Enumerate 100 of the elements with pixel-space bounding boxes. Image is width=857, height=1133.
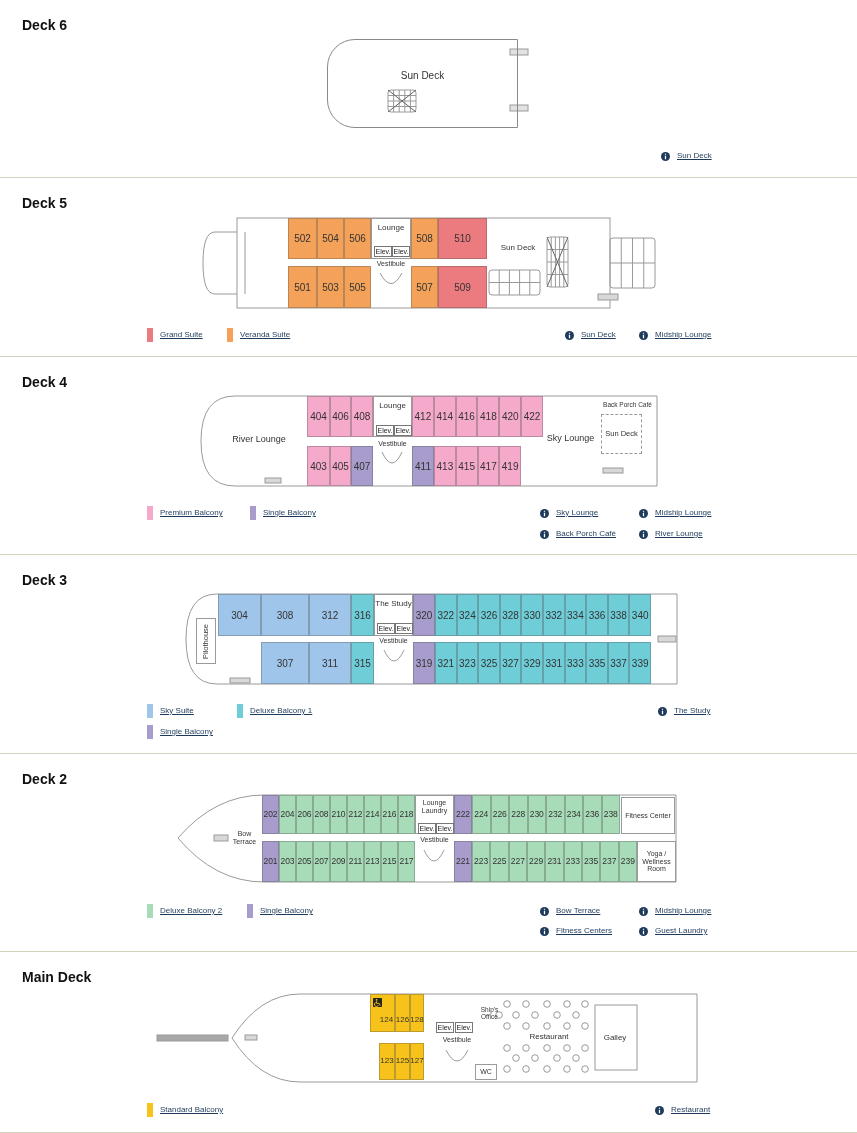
info-link: Guest Laundry (655, 926, 708, 935)
cabin: 304 (218, 594, 261, 636)
legend-link: Sky Suite (160, 706, 194, 715)
legend-link: Premium Balcony (160, 508, 223, 517)
cabin: 211 (347, 841, 364, 882)
room (374, 594, 413, 636)
cabin: 502 (288, 218, 317, 259)
deck-heading: Deck 5 (22, 196, 68, 212)
cabin: 236 (583, 795, 602, 834)
legend-link: Veranda Suite (240, 330, 291, 339)
cabin: 330 (521, 594, 543, 636)
cabin: 221 (454, 841, 472, 882)
info-link: Sun Deck (677, 151, 712, 160)
room-name: Galley (598, 1031, 632, 1045)
cabin: 414 (433, 396, 456, 437)
cabin: 339 (629, 642, 651, 684)
cabin: 320 (413, 594, 435, 636)
cabin: 332 (543, 594, 565, 636)
cabin: 504 (317, 218, 344, 259)
cabin: 507 (411, 266, 438, 308)
cabin: 406 (330, 396, 351, 437)
cabin: 340 (629, 594, 651, 636)
cabin: 338 (607, 594, 630, 636)
cabin: 324 (456, 594, 479, 636)
cabin: 336 (586, 594, 608, 636)
cabin: 404 (307, 396, 330, 437)
room-name: River Lounge (215, 418, 303, 462)
info-link: Back Porch Café (556, 529, 617, 538)
cabin: 417 (477, 446, 500, 486)
deck-heading: Deck 4 (22, 375, 68, 391)
info-link: Midship Lounge (655, 906, 712, 915)
room-name: Sun Deck (492, 240, 544, 256)
room-name: Lounge (379, 402, 406, 411)
deck-heading: Deck 3 (22, 573, 68, 589)
cabin (370, 994, 395, 1032)
legend-link: Deluxe Balcony 2 (160, 906, 223, 915)
cabin: 325 (478, 642, 500, 684)
cabin: 215 (381, 841, 398, 882)
room-name: Lounge (377, 224, 405, 233)
cabin: 329 (521, 642, 543, 684)
deck-outline: Sun Deck (327, 39, 518, 128)
cabin: 208 (313, 795, 330, 834)
cabin: 207 (313, 841, 330, 882)
info-link: Restaurant (671, 1105, 711, 1114)
cabin: 201 (262, 841, 279, 882)
cabin: 232 (546, 795, 565, 834)
cabin: 413 (434, 446, 456, 486)
legend-link: Deluxe Balcony 1 (250, 706, 313, 715)
cabin: 231 (545, 841, 564, 882)
cabin: 506 (344, 218, 371, 259)
cabin: 223 (472, 841, 491, 882)
cabin: 213 (364, 841, 381, 882)
info-link: Midship Lounge (655, 508, 712, 517)
cabin: 210 (330, 795, 347, 834)
cabin: 510 (438, 218, 487, 259)
cabin: 419 (499, 446, 521, 486)
cabin: 508 (411, 218, 438, 259)
info-link: River Lounge (655, 529, 703, 538)
cabin: 326 (478, 594, 500, 636)
cabin: 328 (499, 594, 522, 636)
room (373, 396, 412, 437)
cabin: 321 (435, 642, 457, 684)
cabin: 308 (261, 594, 309, 636)
info-link: Sky Lounge (556, 508, 599, 517)
legend-link: Standard Balcony (160, 1105, 224, 1114)
cabin: 311 (309, 642, 351, 684)
cabin: 202 (262, 795, 279, 834)
deck-heading: Main Deck (22, 970, 92, 986)
cabin: 222 (454, 795, 472, 834)
cabin: 412 (412, 396, 434, 437)
cabin: 415 (455, 446, 478, 486)
cabin: 405 (330, 446, 351, 486)
cabin: 228 (509, 795, 528, 834)
cabin: 206 (296, 795, 313, 834)
cabin: 224 (472, 795, 491, 834)
legend-link: Single Balcony (160, 727, 213, 736)
deck-heading: Deck 2 (22, 772, 68, 788)
cabin: 323 (456, 642, 479, 684)
cabin: 214 (364, 795, 381, 834)
room (371, 218, 411, 259)
cabin: 212 (347, 795, 364, 834)
cabin: 403 (307, 446, 330, 486)
cabin-number: 124 (379, 1016, 394, 1025)
cabin: 205 (296, 841, 313, 882)
cabin: 123 (379, 1043, 395, 1080)
cabin: 237 (600, 841, 619, 882)
cabin: 416 (455, 396, 478, 437)
cabin: 322 (435, 594, 457, 636)
cabin: 307 (261, 642, 309, 684)
cabin: 408 (351, 396, 373, 437)
deck-heading: Deck 6 (22, 18, 68, 34)
cabin: 327 (499, 642, 522, 684)
room-name: Restaurant (508, 1031, 590, 1043)
info-link: Bow Terrace (556, 906, 601, 915)
cabin: 331 (543, 642, 565, 684)
room-name: Sky Lounge (543, 418, 598, 460)
cabin: 501 (288, 266, 317, 308)
info-link: Fitness Centers (556, 926, 613, 935)
cabin: 334 (564, 594, 587, 636)
cabin: 505 (344, 266, 371, 308)
